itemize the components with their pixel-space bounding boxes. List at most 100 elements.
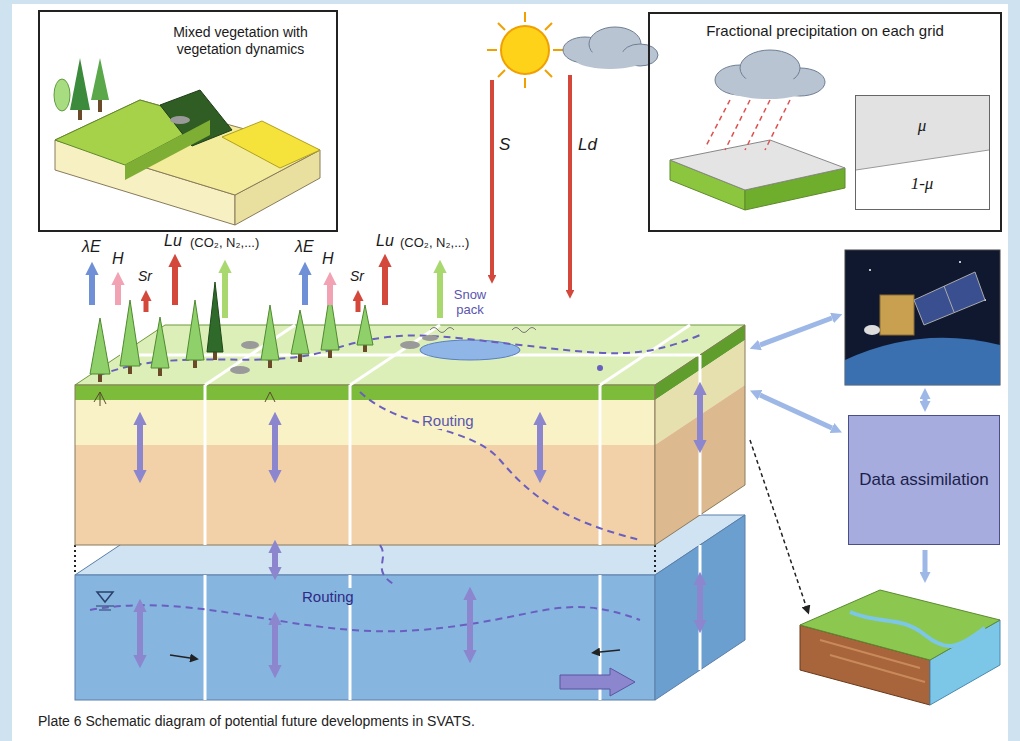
sun-and-cloud — [501, 26, 549, 74]
sun-and-cloud — [487, 49, 497, 51]
flux-arrows — [437, 273, 443, 318]
groundwater-slab — [75, 575, 655, 700]
satellite-image — [944, 286, 954, 312]
satellite-image — [959, 261, 961, 263]
satellite-image — [845, 250, 1000, 385]
sun-and-cloud — [545, 70, 552, 77]
flux-symbol: λE — [82, 238, 101, 256]
satellite-image — [845, 338, 1000, 385]
groundwater-slab — [90, 605, 640, 631]
exchange-arrows — [272, 425, 278, 470]
process-label: Routing — [420, 412, 476, 429]
trees — [90, 318, 110, 374]
vegetation-inset-art — [54, 79, 70, 111]
landscape-block — [800, 590, 1000, 705]
vegetation-inset-art — [125, 120, 210, 180]
precipitation-inset-art — [648, 12, 1002, 232]
exchange-arrows — [137, 425, 143, 470]
groundwater-slab — [97, 592, 113, 602]
flux-arrows — [356, 301, 361, 312]
sun-and-cloud — [553, 49, 563, 51]
sun-and-cloud — [576, 51, 644, 69]
data-arrows — [760, 395, 832, 428]
flux-symbol: Sr — [138, 268, 152, 284]
inset-panel: Mixed vegetation with vegetation dynamic… — [38, 10, 338, 232]
soil-slab — [75, 445, 655, 545]
panel-heading: Mixed vegetation with vegetation dynamic… — [148, 24, 333, 58]
satellite-image — [880, 295, 914, 335]
flux-symbol: Lu — [376, 232, 394, 250]
soil-slab — [349, 385, 352, 545]
soil-slab — [94, 392, 275, 406]
fraction-box: μ1-μ — [855, 95, 990, 210]
groundwater-slab — [655, 515, 745, 700]
flux-symbol: Sr — [350, 268, 364, 284]
process-label: Routing — [300, 588, 356, 605]
soil-slab — [599, 385, 602, 545]
precipitation-inset-art — [705, 100, 730, 148]
exchange-arrows — [697, 585, 703, 620]
flux-arrows — [172, 267, 178, 305]
figure-caption: Plate 6 Schematic diagram of potential f… — [38, 713, 475, 729]
sun-and-cloud — [487, 12, 563, 88]
exchange-arrows — [140, 395, 700, 665]
flux-symbol: H — [112, 250, 124, 268]
flux-arrows — [115, 285, 121, 305]
soil-slab — [94, 392, 275, 406]
trees — [186, 300, 204, 360]
soil-slab — [204, 385, 207, 545]
exchange-arrows — [697, 395, 703, 440]
landscape-block — [820, 640, 925, 682]
soil-slab — [75, 325, 745, 585]
flux-arrows — [89, 275, 95, 305]
soil-slab — [699, 355, 702, 515]
trees — [261, 305, 279, 360]
sun-and-cloud — [498, 23, 505, 30]
soil-slab — [75, 385, 655, 400]
soil-slab — [380, 545, 395, 585]
flux-symbol: (CO₂, N₂,...) — [400, 236, 469, 251]
data-arrows — [760, 318, 832, 345]
vegetation-inset-art — [38, 10, 338, 232]
precipitation-inset-art — [648, 12, 1002, 232]
vegetation-inset-art — [91, 58, 109, 100]
flux-symbol: (CO₂, N₂,...) — [190, 236, 259, 251]
soil-slab — [655, 325, 745, 545]
groundwater-slab — [99, 610, 111, 611]
fraction-symbol: 1-μ — [890, 174, 954, 194]
data-arrows — [923, 550, 928, 572]
flux-arrows — [382, 267, 388, 305]
flux-arrows — [490, 80, 494, 275]
satellite-image — [914, 272, 985, 325]
flux-arrows — [512, 328, 536, 333]
precipitation-inset-art — [725, 100, 750, 150]
precipitation-inset-art — [670, 140, 845, 190]
groundwater-slab — [96, 606, 114, 607]
feature-label: Snow pack — [446, 288, 494, 318]
trees — [241, 341, 259, 349]
soil-slab — [597, 365, 603, 371]
groundwater-slab — [170, 655, 190, 658]
box-label: Data assimilation — [859, 470, 988, 490]
rain-fraction — [856, 96, 989, 170]
split-line — [856, 150, 989, 170]
groundwater-slab — [560, 668, 635, 696]
panel-heading: Fractional precipitation on each grid — [660, 22, 990, 40]
trees — [151, 317, 169, 368]
trees — [400, 341, 420, 349]
flux-arrows — [92, 75, 570, 333]
landscape-block — [850, 612, 985, 646]
satellite-image — [845, 250, 1000, 385]
vegetation-inset-art — [38, 10, 338, 232]
flux-arrows — [144, 301, 149, 312]
vegetation-inset-art — [70, 58, 90, 110]
landscape-block — [800, 590, 1000, 660]
soil-slab — [75, 385, 655, 545]
flux-arrows — [222, 273, 228, 318]
flux-arrows — [327, 285, 333, 305]
groundwater-slab — [699, 545, 702, 670]
trees — [230, 366, 250, 374]
satellite-image — [864, 325, 880, 335]
vegetation-inset-art — [98, 98, 102, 112]
exchange-arrows — [137, 612, 143, 655]
